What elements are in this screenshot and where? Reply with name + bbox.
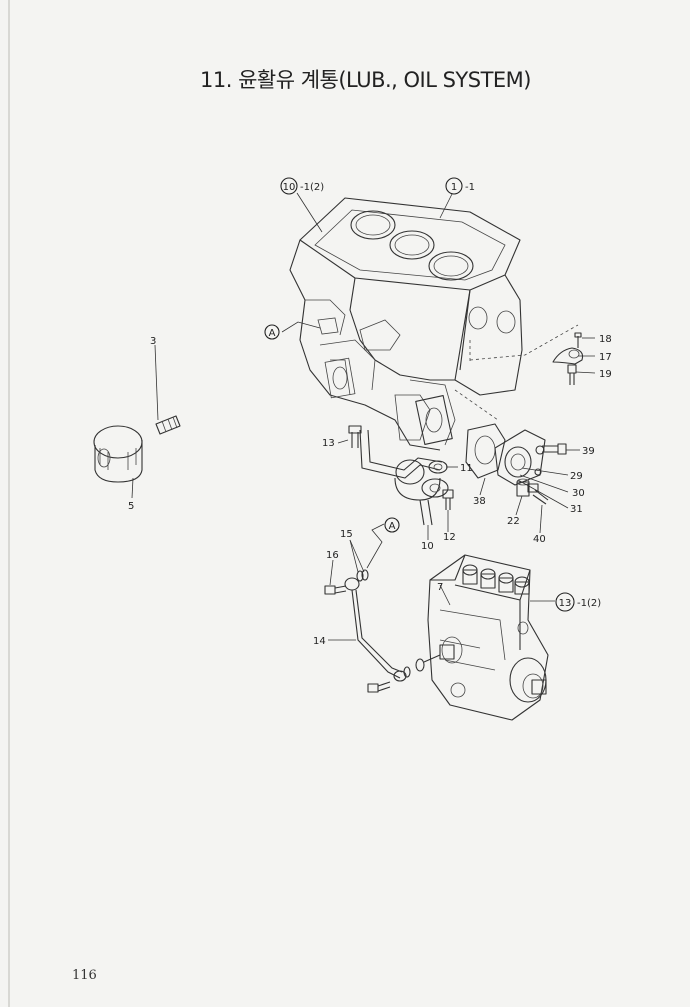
part-label-17: 17 bbox=[599, 352, 612, 363]
part-label-31: 31 bbox=[570, 504, 583, 515]
marker-a-upper: A bbox=[264, 324, 280, 340]
part-label-18: 18 bbox=[599, 334, 612, 345]
part-label-12: 12 bbox=[443, 532, 456, 543]
eye-bolt-16 bbox=[324, 585, 347, 595]
page-number: 116 bbox=[72, 968, 97, 983]
gasket-11 bbox=[428, 460, 448, 474]
bolt-12 bbox=[442, 489, 454, 510]
callout-block-suffix: -1(2) bbox=[300, 182, 324, 193]
part-label-38: 38 bbox=[473, 496, 486, 507]
part-label-29: 29 bbox=[570, 471, 583, 482]
pump-fittings bbox=[367, 644, 455, 693]
callout-injection-pump-number: 13 bbox=[559, 598, 572, 609]
bolt-13 bbox=[348, 425, 362, 448]
oil-pipe bbox=[359, 429, 449, 526]
bolt-19 bbox=[567, 364, 577, 385]
part-label-10: 10 bbox=[421, 541, 434, 552]
marker-a-lower: A bbox=[384, 517, 400, 533]
part-label-13: 13 bbox=[322, 438, 335, 449]
callout-head-suffix: -1 bbox=[465, 182, 475, 193]
part-label-30: 30 bbox=[572, 488, 585, 499]
callout-head-number: 1 bbox=[451, 182, 457, 193]
bolt-18 bbox=[574, 332, 582, 348]
part-number-labels: 3 5 18 17 19 13 11 39 29 30 31 38 22 40 … bbox=[128, 334, 612, 647]
injection-pump bbox=[427, 554, 549, 721]
part-label-5: 5 bbox=[128, 501, 134, 512]
callout-block: 10 -1(2) bbox=[280, 177, 324, 195]
hose-clip-17 bbox=[552, 347, 584, 365]
part-label-39: 39 bbox=[582, 446, 595, 457]
callout-block-number: 10 bbox=[283, 182, 296, 193]
oil-pipe-14 bbox=[344, 577, 407, 682]
washer-15 bbox=[356, 569, 369, 582]
engine-block bbox=[289, 197, 579, 451]
callout-head: 1 -1 bbox=[445, 177, 475, 195]
marker-a-upper-label: A bbox=[269, 328, 276, 339]
pump-shaft-22 bbox=[516, 478, 530, 497]
pump-bolt-39 bbox=[542, 443, 567, 455]
leader-lines bbox=[131, 192, 596, 641]
part-label-15: 15 bbox=[340, 529, 353, 540]
filter-nipple bbox=[155, 415, 181, 435]
part-label-16: 16 bbox=[326, 550, 339, 561]
oil-filter bbox=[93, 425, 143, 483]
part-label-3: 3 bbox=[150, 336, 156, 347]
part-label-14: 14 bbox=[313, 636, 326, 647]
callout-injection-pump: 13 -1(2) bbox=[555, 592, 601, 612]
page-edge bbox=[8, 0, 10, 1007]
page-title: 11. 윤활유 계통(LUB., OIL SYSTEM) bbox=[200, 68, 532, 92]
part-label-22: 22 bbox=[507, 516, 520, 527]
part-label-40: 40 bbox=[533, 534, 546, 545]
oil-pump-body bbox=[494, 429, 546, 486]
marker-a-lower-label: A bbox=[389, 521, 396, 532]
part-label-19: 19 bbox=[599, 369, 612, 380]
callout-injection-pump-suffix: -1(2) bbox=[577, 598, 601, 609]
part-label-7: 7 bbox=[437, 582, 443, 593]
pump-bolt-40 bbox=[527, 483, 549, 505]
part-label-11: 11 bbox=[460, 463, 473, 474]
